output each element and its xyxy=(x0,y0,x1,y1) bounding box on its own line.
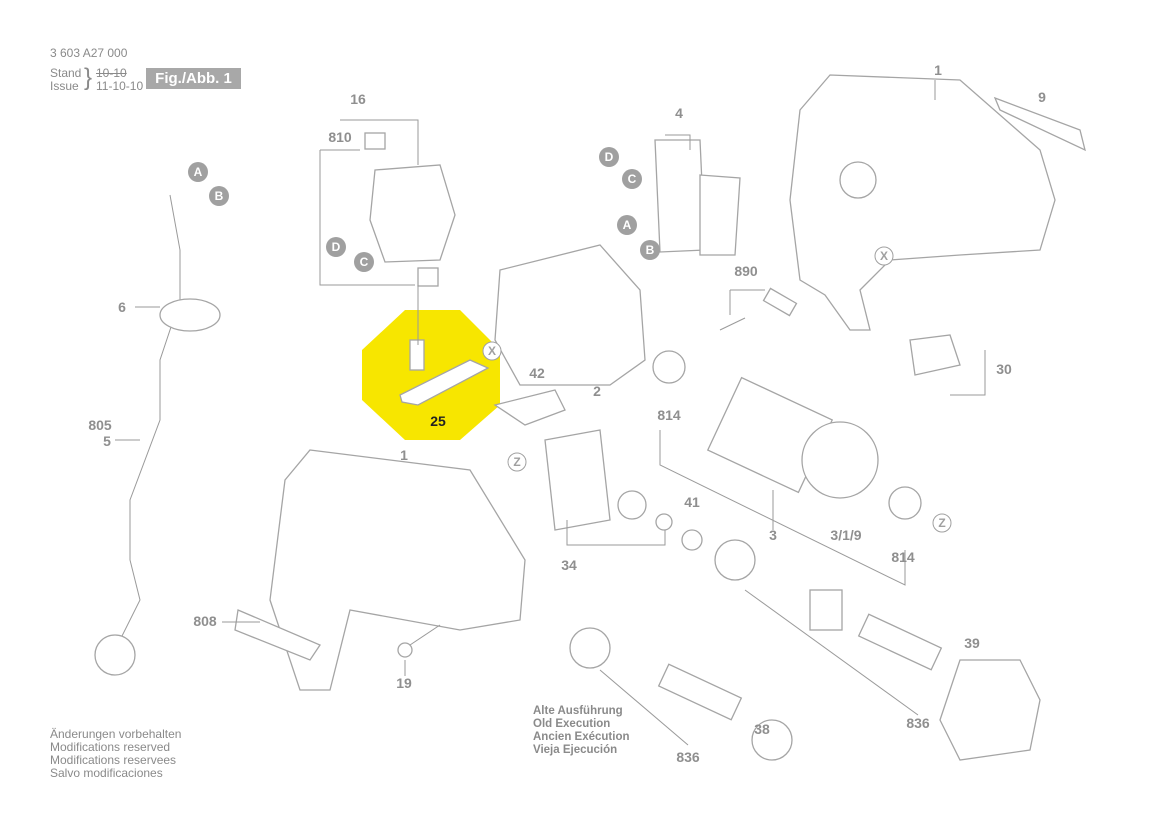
svg-text:D: D xyxy=(605,150,614,164)
part-label: 836 xyxy=(676,749,700,765)
connector-marker: D xyxy=(326,237,346,257)
part-label: 1 xyxy=(400,447,408,463)
connector-marker: D xyxy=(599,147,619,167)
part-label: 41 xyxy=(684,494,700,510)
note: Old Execution xyxy=(533,718,611,730)
part-label: 5 xyxy=(103,433,111,449)
part-label: 42 xyxy=(529,365,545,381)
part-label: 805 xyxy=(88,417,112,433)
chuck-39[interactable] xyxy=(939,659,1041,761)
svg-text:C: C xyxy=(360,255,369,269)
part-label: 814 xyxy=(657,407,681,423)
part-label: 836 xyxy=(906,715,930,731)
part-label: 39 xyxy=(964,635,980,651)
svg-text:X: X xyxy=(880,249,888,263)
part-30[interactable] xyxy=(909,334,961,376)
connector-marker: C xyxy=(622,169,642,189)
part-label: 810 xyxy=(328,129,352,145)
part-label: 19 xyxy=(396,675,412,691)
issue-label: Issue xyxy=(50,79,79,93)
part-890[interactable] xyxy=(719,287,798,331)
part-label: 16 xyxy=(350,91,366,107)
connector-marker: X xyxy=(874,246,894,266)
connector-marker: B xyxy=(640,240,660,260)
brush-plate-16[interactable] xyxy=(364,132,456,287)
part-label: 34 xyxy=(561,557,577,573)
switch-4[interactable] xyxy=(654,139,741,256)
leader-lines xyxy=(115,80,986,746)
figure-label: Fig./Abb. 1 xyxy=(146,68,241,89)
part-label: 890 xyxy=(734,263,758,279)
part-9[interactable] xyxy=(993,96,1086,152)
footer-notes: Änderungen vorbehalten Modifications res… xyxy=(50,728,181,780)
part-label: 3 xyxy=(769,527,777,543)
part-label-25[interactable]: 25 xyxy=(430,413,446,429)
note: Salvo modificaciones xyxy=(50,766,163,780)
svg-text:D: D xyxy=(332,240,341,254)
svg-text:Z: Z xyxy=(513,455,520,469)
stand-label: Stand xyxy=(50,66,82,80)
note: Alte Ausführung xyxy=(533,705,623,717)
part-label: 30 xyxy=(996,361,1012,377)
svg-text:Z: Z xyxy=(938,516,945,530)
note: Ancien Exécution xyxy=(533,731,630,743)
part-label: 814 xyxy=(891,549,915,565)
armature-3[interactable] xyxy=(652,350,922,520)
issue-date: 11-10-10 xyxy=(96,79,144,93)
connector-marker: C xyxy=(354,252,374,272)
connector-marker: Z xyxy=(507,452,527,472)
svg-text:C: C xyxy=(628,172,637,186)
svg-text:A: A xyxy=(623,218,632,232)
connector-marker: X xyxy=(482,341,502,361)
screw-19[interactable] xyxy=(397,624,441,658)
part-label: 4 xyxy=(675,105,683,121)
part-label: 3/1/9 xyxy=(830,527,861,543)
part-label: 1 xyxy=(934,62,942,78)
housing-half-right[interactable] xyxy=(789,74,1056,331)
part-label: 38 xyxy=(754,721,770,737)
old-execution-note: Alte Ausführung Old Execution Ancien Exé… xyxy=(533,705,630,757)
part-25-brush-holder[interactable] xyxy=(399,339,490,406)
connector-marker: A xyxy=(188,162,208,182)
part-label: 808 xyxy=(193,613,217,629)
gear-plate-34[interactable] xyxy=(544,429,703,551)
cable-6[interactable] xyxy=(94,194,221,676)
note: Vieja Ejecución xyxy=(533,744,618,756)
connector-marker: A xyxy=(617,215,637,235)
stator-2[interactable] xyxy=(494,244,646,386)
note: Änderungen vorbehalten xyxy=(50,727,182,741)
svg-text:B: B xyxy=(646,243,655,257)
drill-housing-1[interactable] xyxy=(234,449,526,691)
old-date: 10-10 xyxy=(96,66,127,80)
part-42[interactable] xyxy=(493,389,566,426)
connector-marker: Z xyxy=(932,513,952,533)
gears[interactable] xyxy=(569,539,943,761)
note: Modifications reserved xyxy=(50,740,171,754)
part-label: 2 xyxy=(593,383,601,399)
svg-text:B: B xyxy=(215,189,224,203)
brace: } xyxy=(84,64,93,91)
svg-text:X: X xyxy=(488,344,496,358)
part-label: 6 xyxy=(118,299,126,315)
connector-marker: B xyxy=(209,186,229,206)
part-number: 3 603 A27 000 xyxy=(50,46,128,60)
part-label: 9 xyxy=(1038,89,1046,105)
highlight-octagon[interactable] xyxy=(362,310,500,440)
note: Modifications reservees xyxy=(50,753,177,767)
svg-text:A: A xyxy=(194,165,203,179)
